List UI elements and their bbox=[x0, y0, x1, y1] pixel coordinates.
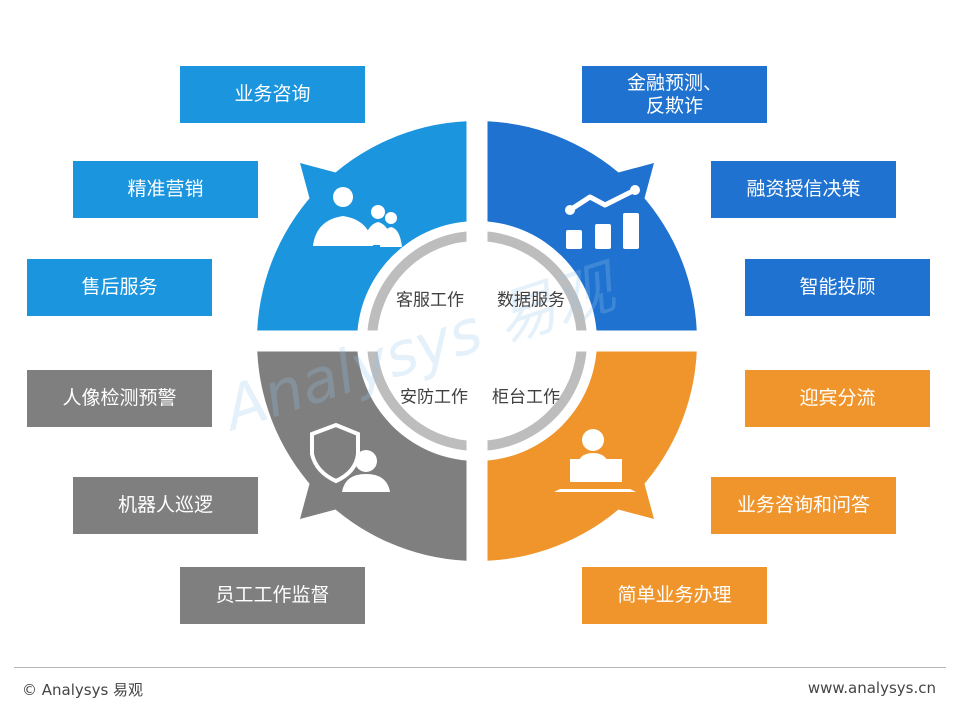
item-precision-marketing: 精准营销 bbox=[73, 161, 258, 218]
quadrant-label-customer-service: 客服工作 bbox=[396, 290, 464, 311]
item-after-sales: 售后服务 bbox=[27, 259, 212, 316]
footer-copyright: © Analysys 易观 bbox=[22, 681, 144, 699]
item-simple-business: 简单业务办理 bbox=[582, 567, 767, 624]
security-guard-icon bbox=[310, 422, 390, 492]
item-robo-advisor: 智能投顾 bbox=[745, 259, 930, 316]
quadrant-data-service bbox=[487, 121, 697, 331]
item-credit-decision: 融资授信决策 bbox=[711, 161, 896, 218]
counter-staff-icon bbox=[554, 429, 636, 492]
quadrant-label-security: 安防工作 bbox=[400, 387, 468, 408]
footer-website: www.analysys.cn bbox=[807, 679, 936, 697]
item-greeting-diversion: 迎宾分流 bbox=[745, 370, 930, 427]
item-face-detection: 人像检测预警 bbox=[27, 370, 212, 427]
chart-growth-icon bbox=[565, 185, 640, 249]
item-financial-forecast: 金融预测、 反欺诈 bbox=[582, 66, 767, 123]
item-business-inquiry: 业务咨询 bbox=[180, 66, 365, 123]
footer-divider bbox=[14, 667, 946, 668]
inner-ring bbox=[366, 230, 588, 452]
quadrant-label-data-service: 数据服务 bbox=[497, 290, 565, 311]
item-robot-patrol: 机器人巡逻 bbox=[73, 477, 258, 534]
item-staff-monitoring: 员工工作监督 bbox=[180, 567, 365, 624]
customers-icon bbox=[313, 187, 402, 247]
quadrant-label-counter: 柜台工作 bbox=[492, 387, 560, 408]
item-inquiry-qa: 业务咨询和问答 bbox=[711, 477, 896, 534]
